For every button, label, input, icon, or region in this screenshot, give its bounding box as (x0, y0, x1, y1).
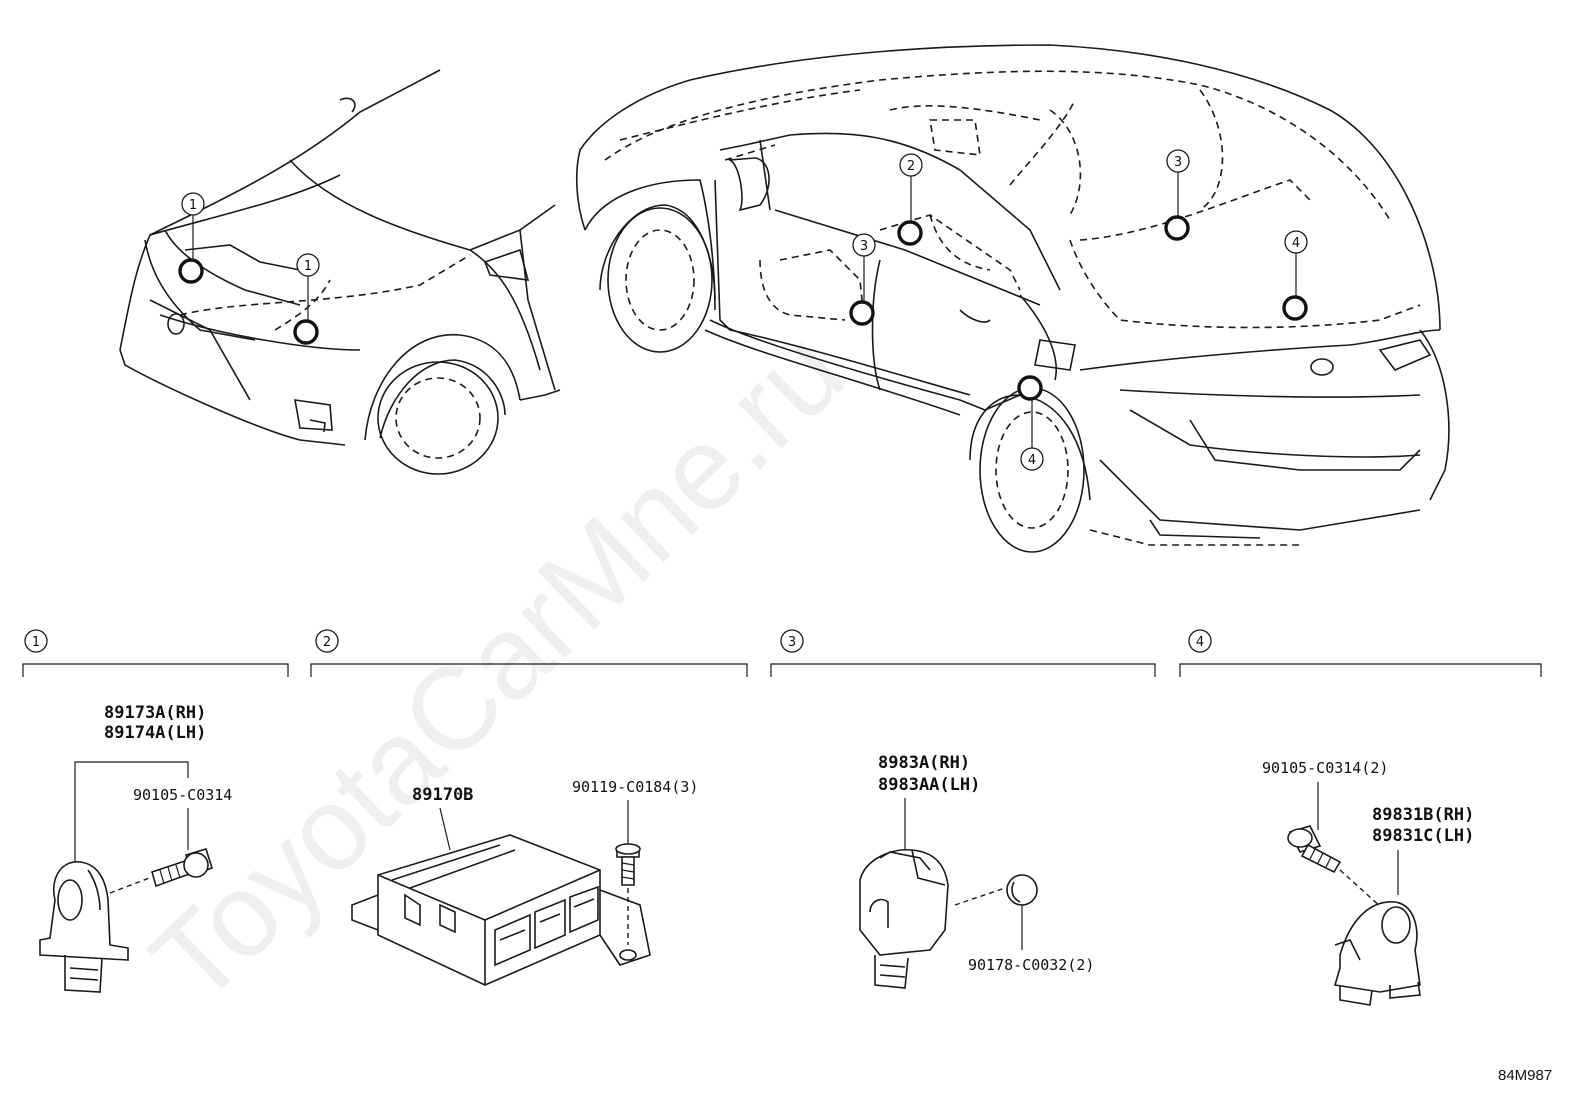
location-markers (178, 215, 1308, 401)
location-callout-1b: 1 (304, 259, 312, 274)
part-89831C: 89831C(LH) (1372, 826, 1474, 846)
part-90119-C0184: 90119-C0184(3) (572, 778, 698, 796)
section-4-parts: 90105-C0314(2) 89831B(RH) 89831C(LH) (1262, 759, 1474, 1006)
location-dot-1a (178, 258, 204, 284)
location-callout-2: 2 (907, 159, 915, 174)
location-dot-4b (1017, 375, 1043, 401)
section-3-number: 3 (788, 635, 796, 650)
location-dot-1b (293, 319, 319, 345)
rear-car-illustration (575, 44, 1450, 553)
front-car-illustration (119, 69, 561, 475)
location-callout-3a: 3 (860, 239, 868, 254)
section-1-parts: 89173A(RH) 89174A(LH) 90105-C0314 (39, 703, 232, 993)
section-3-parts: 8983A(RH) 8983AA(LH) 90178-C0032(2) (859, 753, 1094, 989)
location-callouts: 1 1 2 3 3 4 4 (181, 149, 1308, 471)
section-1-number: 1 (32, 635, 40, 650)
part-89170B: 89170B (412, 785, 473, 805)
location-dot-2 (897, 220, 923, 246)
location-dot-3b (1164, 215, 1190, 241)
diagram-code: 84M987 (1498, 1067, 1552, 1084)
part-89831B: 89831B(RH) (1372, 805, 1474, 825)
location-callout-4a: 4 (1292, 236, 1300, 251)
location-callout-3b: 3 (1174, 155, 1182, 170)
part-8983A: 8983A(RH) (878, 753, 970, 773)
part-90178-C0032: 90178-C0032(2) (968, 956, 1094, 974)
section-2-number: 2 (323, 635, 331, 650)
section-headers: 1 2 3 4 (22, 629, 1542, 677)
location-dot-3a (849, 300, 875, 326)
location-callout-1a: 1 (189, 198, 197, 213)
section-2-parts: 89170B 90119-C0184(3) (351, 778, 698, 986)
part-89174A: 89174A(LH) (104, 723, 206, 743)
part-8983AA: 8983AA(LH) (878, 775, 980, 795)
part-90105-C0314: 90105-C0314 (133, 786, 232, 804)
location-dot-4a (1282, 295, 1308, 321)
part-89173A: 89173A(RH) (104, 703, 206, 723)
location-callout-4b: 4 (1028, 453, 1036, 468)
part-90105-C0314-2: 90105-C0314(2) (1262, 759, 1388, 777)
section-4-number: 4 (1196, 635, 1204, 650)
